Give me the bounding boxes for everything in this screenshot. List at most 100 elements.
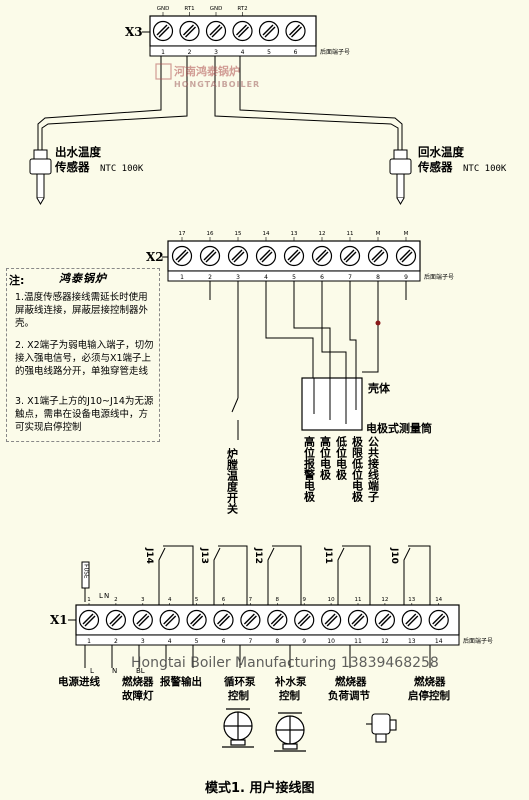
return-temp-sensor [389, 149, 412, 205]
x1-drop-wires [84, 645, 431, 668]
electrode-vlabel: 公共接线端子 [367, 436, 380, 503]
x1-terminal-label: 5 [195, 597, 199, 603]
x1-terminal-screw [132, 609, 153, 631]
x1-terminal-label: 10 [328, 597, 335, 603]
x3-terminal-number: 2 [188, 49, 192, 56]
x2-terminal-number: 9 [404, 274, 408, 281]
x3-suffix: 后面端子号 [320, 48, 350, 56]
x3-terminal-labels: GND RT1 GND RT2 [157, 6, 248, 16]
circ-pump-label-2: 控制 [228, 689, 249, 702]
x3-label: X3 [125, 25, 143, 39]
burner-start-label-1: 燃烧器 [414, 675, 446, 688]
x2-terminal-number: 5 [292, 274, 296, 281]
x3-terminal-label: GND [210, 6, 223, 12]
x3-terminal-label: GND [157, 6, 170, 12]
x2-terminal-label: 16 [207, 231, 214, 237]
burner-fault-label-1: 燃烧器 [122, 675, 154, 688]
x2-terminal-label: 12 [319, 231, 326, 237]
x1-terminal-number: 11 [354, 638, 362, 645]
sensor-body [29, 158, 52, 175]
x2-terminal-label: 13 [291, 231, 298, 237]
relay-j13: J13 [199, 545, 248, 605]
x1-terminal-screw [374, 609, 395, 631]
x1-terminal-screw [321, 609, 342, 631]
sensor-cap [393, 149, 408, 160]
n-top-label: N [104, 592, 109, 600]
relay-contact-wire [272, 545, 302, 605]
x1-terminal-number: 5 [195, 638, 199, 645]
x1-terminal-screws [78, 609, 449, 631]
x3-terminal-screw [152, 20, 174, 42]
watermark-emblem [155, 63, 172, 80]
x1-label: X1 [50, 613, 68, 627]
x3-terminal-label: RT1 [184, 6, 194, 12]
relay-label: J14 [144, 547, 154, 564]
x2-terminal-number: 6 [320, 274, 324, 281]
x2-terminal-label: M [404, 231, 409, 237]
x3-terminal-number: 1 [161, 49, 165, 56]
burner-load-label-1: 燃烧器 [335, 675, 367, 688]
shell-ground-dot [375, 320, 381, 326]
x1-terminal-label: 14 [435, 597, 442, 603]
relay-contact-arm [403, 547, 411, 605]
outlet-sensor-title: 出水温度 [55, 145, 101, 159]
note-item: 1.温度传感器接线需延长时使用屏蔽线连接，屏蔽层接控制器外壳。 [15, 292, 149, 329]
relay-label: J13 [199, 547, 209, 564]
relay-label: J11 [323, 547, 333, 564]
notes-brand: 鸿泰锅炉 [59, 272, 107, 285]
notes-box: 注: 鸿泰锅炉 1.温度传感器接线需延长时使用屏蔽线连接，屏蔽层接控制器外壳。 … [6, 268, 160, 442]
sensor-tip [396, 197, 405, 205]
x3-terminal-number: 6 [294, 49, 298, 56]
l-top-label: L [99, 592, 103, 600]
l-bottom-label: L [90, 667, 94, 675]
shell-label: 壳体 [367, 381, 391, 395]
relay-contact-arm [337, 547, 345, 605]
return-sensor-subtitle: 传感器 [417, 160, 453, 174]
x2-terminal-screw [311, 245, 333, 267]
relay-j11: J11 [323, 545, 371, 605]
x2-terminal-number: 8 [376, 274, 380, 281]
furnace-temp-switch [209, 281, 239, 440]
x3-terminal-screw [258, 20, 280, 42]
x1-terminal-number: 6 [222, 638, 226, 645]
x2-label: X2 [146, 250, 164, 264]
x1-terminal-label: 6 [222, 597, 226, 603]
x1-terminal-number: 3 [141, 638, 145, 645]
x1-terminal-label: 1 [87, 597, 91, 603]
relay-contact-arm [158, 547, 166, 605]
note-item: 3. X1端子上方的J10~J14为无源触点，需串在设备电源线中，方可实现启停控… [15, 396, 154, 433]
company-watermark: Hongtai Boiler Manufacturing 13839468258 [131, 655, 439, 671]
x1-terminal-label: 12 [381, 597, 388, 603]
electrode-vessel [301, 377, 363, 431]
relay-j14: J14 [144, 545, 194, 605]
relay-j12: J12 [253, 545, 302, 605]
x1-terminal-screw [105, 609, 127, 631]
bl-bottom-label: BL [136, 667, 145, 675]
x2-terminal-screw [171, 245, 193, 267]
x3-terminal-screw [285, 20, 306, 42]
relay-contact-wire [163, 545, 194, 605]
x1-terminal-label: 9 [302, 597, 306, 603]
makeup-pump-icon [274, 712, 306, 752]
sensor-cap [33, 149, 48, 160]
x3-terminal-label: RT2 [237, 6, 247, 12]
burner-fault-label-2: 故障灯 [122, 689, 154, 702]
x1-terminal-number: 2 [114, 638, 118, 645]
x3-terminal-number: 4 [241, 49, 245, 56]
vessel-body [301, 377, 363, 431]
x1-terminal-screw [78, 609, 100, 631]
x2-terminal-label: M [376, 231, 381, 237]
x2-terminal-screw [255, 245, 277, 267]
relay-label: J10 [389, 547, 399, 564]
x2-terminal-number: 4 [264, 274, 268, 281]
watermark-en: HONGTAIBOILER [174, 80, 260, 89]
relay-contact-arm [213, 547, 221, 605]
x1-terminal-label: 8 [276, 597, 280, 603]
relay-contact-wire [342, 545, 371, 605]
x1-terminal-screw [267, 609, 288, 631]
x1-terminal-screw [347, 609, 369, 631]
